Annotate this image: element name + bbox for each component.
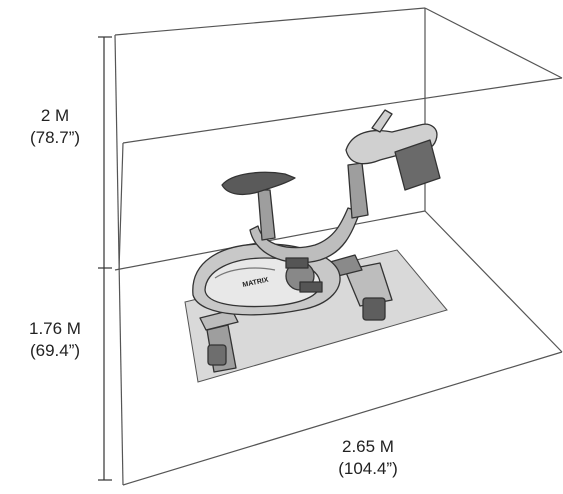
height-dimension-ticks xyxy=(98,36,112,481)
depth-label: 1.76 M (69.4”) xyxy=(12,318,98,362)
total-height-imperial: (78.7”) xyxy=(29,128,81,147)
spin-bike xyxy=(192,109,441,373)
width-label: 2.65 M (104.4”) xyxy=(318,436,418,480)
width-metric: 2.65 M xyxy=(342,437,394,456)
room-box xyxy=(114,7,563,486)
depth-metric: 1.76 M xyxy=(29,319,81,338)
depth-imperial: (69.4”) xyxy=(29,341,81,360)
total-height-label: 2 M (78.7”) xyxy=(12,105,98,149)
width-imperial: (104.4”) xyxy=(338,459,398,478)
total-height-metric: 2 M xyxy=(40,106,70,125)
